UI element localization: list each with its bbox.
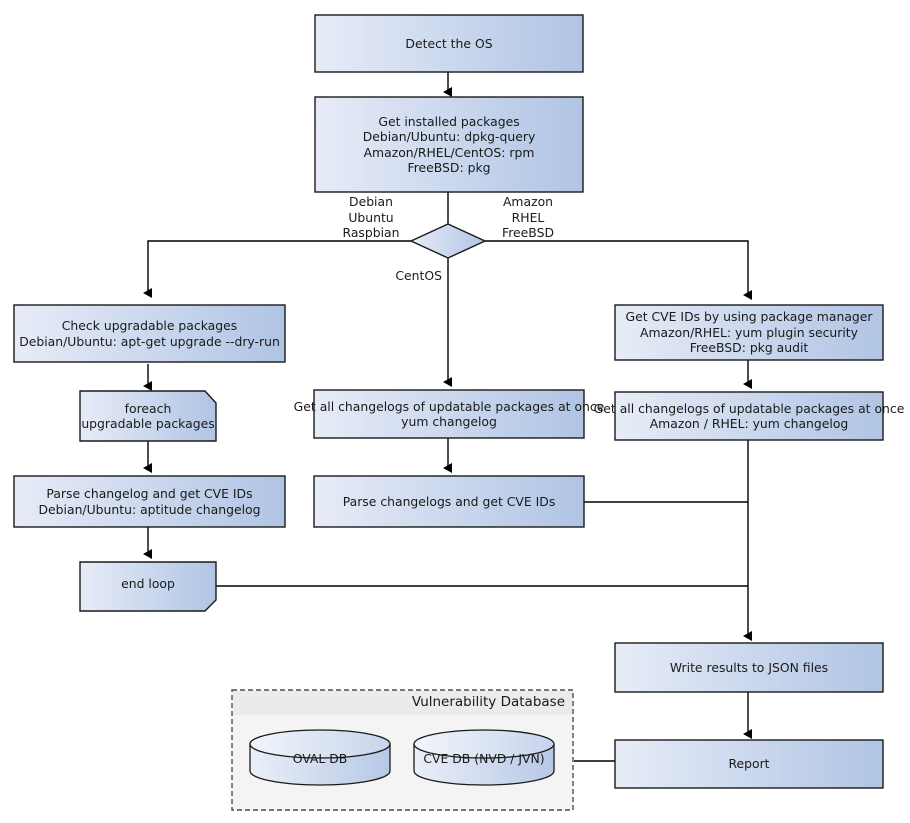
node-foreach-loop-start[interactable] — [79, 390, 217, 442]
line-1: Debian — [349, 194, 393, 209]
node-get-changelogs-rhel[interactable] — [614, 391, 884, 441]
node-parse-changelog-debian[interactable] — [13, 475, 286, 528]
database-label-oval: OVAL DB — [292, 751, 348, 766]
edge-decision-right — [485, 240, 752, 300]
node-get-installed-packages[interactable] — [314, 96, 584, 193]
line-2: Ubuntu — [348, 209, 394, 225]
node-get-cve-ids-package-manager[interactable] — [614, 304, 884, 361]
edge-decision-left — [143, 240, 411, 298]
node-write-results[interactable] — [614, 642, 884, 693]
edge-label-down-branch: CentOS — [395, 268, 442, 283]
node-check-upgradable[interactable] — [13, 304, 286, 363]
line-2: RHEL — [511, 209, 545, 225]
edge-label-right-branch: Amazon RHEL FreeBSD — [488, 194, 568, 241]
node-end-loop[interactable] — [79, 561, 217, 612]
group-title-vulnerability-database: Vulnerability Database — [411, 694, 565, 710]
line-1: Amazon — [502, 194, 554, 209]
node-os-decision[interactable] — [409, 223, 487, 259]
edge-label-left-branch: Debian Ubuntu Raspbian — [331, 194, 411, 241]
line-3: FreeBSD — [502, 225, 554, 240]
node-detect-os[interactable] — [314, 14, 584, 73]
node-get-changelogs-centos[interactable] — [313, 389, 585, 439]
node-parse-changelogs-centos[interactable] — [313, 475, 585, 528]
database-label-cve: CVE DB (NVD / JVN) — [423, 751, 545, 766]
group-header-bar — [233, 691, 572, 715]
database-cylinder-cve — [413, 729, 555, 786]
line-3: Raspbian — [342, 225, 400, 240]
database-cylinder-oval — [249, 729, 391, 786]
node-report[interactable] — [614, 739, 884, 789]
